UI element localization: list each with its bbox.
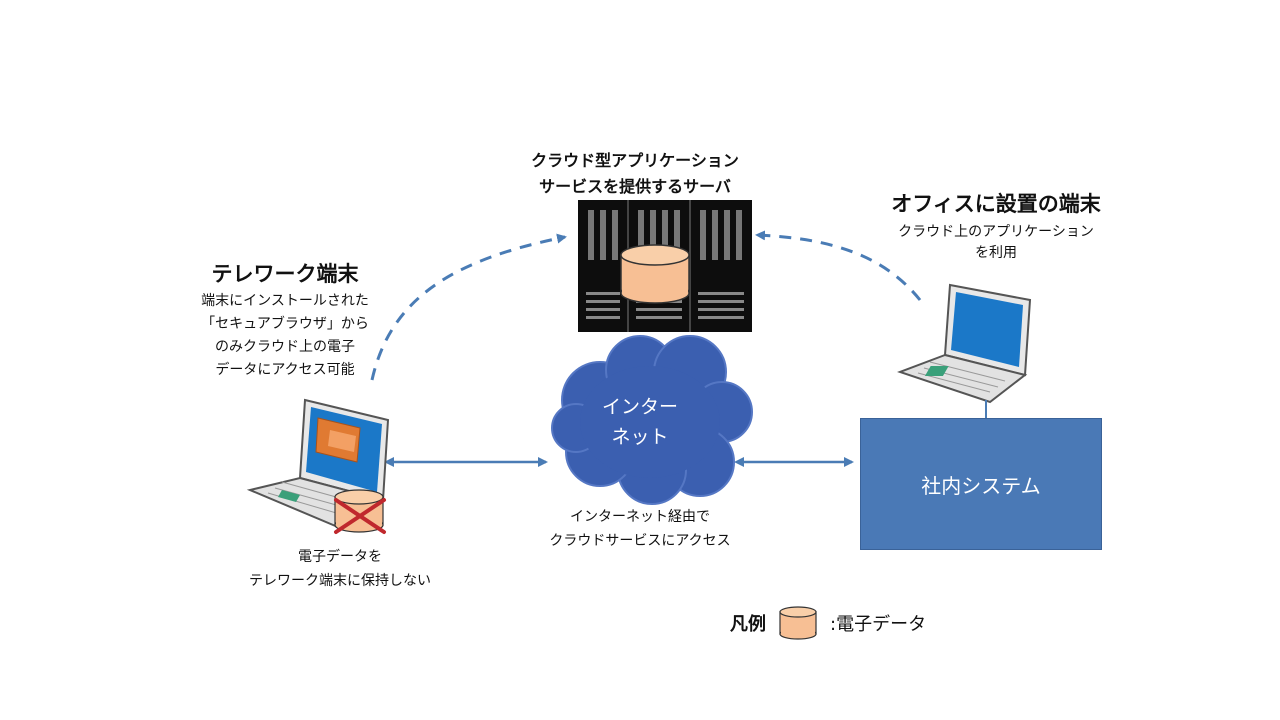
telework-database-icon xyxy=(334,489,384,533)
server-title-line2: サービスを提供するサーバ xyxy=(539,177,731,196)
internet-note: インターネット経由で クラウドサービスにアクセス xyxy=(490,505,790,553)
internal-system-box: 社内システム xyxy=(860,418,1102,550)
office-desc-line2: を利用 xyxy=(975,245,1017,261)
telework-desc-line4: データにアクセス可能 xyxy=(215,362,355,378)
internet-note-line2: クラウドサービスにアクセス xyxy=(549,533,731,549)
legend-title: 凡例 xyxy=(730,614,766,635)
server-title: クラウド型アプリケーション サービスを提供するサーバ xyxy=(470,148,800,200)
cloud-label-line2: ネット xyxy=(611,426,669,448)
server-database-icon xyxy=(620,244,690,304)
server-title-line1: クラウド型アプリケーション xyxy=(531,151,739,170)
telework-to-server-arrow xyxy=(370,233,567,381)
office-desc-line1: クラウド上のアプリケーション xyxy=(898,224,1094,240)
cloud-label-line1: インター xyxy=(601,396,678,418)
telework-desc-line1: 端末にインストールされた xyxy=(201,293,369,309)
office-to-server-arrow xyxy=(755,230,922,301)
cloud-label: インター ネット xyxy=(565,392,715,452)
internal-system-label: 社内システム xyxy=(921,473,1041,498)
cloud-icon xyxy=(551,335,753,505)
no-data-note-line2: テレワーク端末に保持しない xyxy=(249,573,431,589)
internet-note-line1: インターネット経由で xyxy=(570,509,710,525)
legend: 凡例 :電子データ xyxy=(730,605,926,641)
cross-icon xyxy=(334,498,386,534)
legend-database-icon xyxy=(779,606,817,640)
no-data-note-line1: 電子データを xyxy=(298,549,382,565)
office-laptop-icon xyxy=(897,283,1032,404)
office-description: クラウド上のアプリケーション を利用 xyxy=(846,222,1146,264)
legend-item-label: :電子データ xyxy=(830,614,927,635)
telework-description: 端末にインストールされた 「セキュアブラウザ」から のみクラウド上の電子 データ… xyxy=(140,290,430,382)
telework-desc-line3: のみクラウド上の電子 xyxy=(215,339,355,355)
telework-desc-line2: 「セキュアブラウザ」から xyxy=(201,316,369,332)
office-title: オフィスに設置の端末 xyxy=(891,192,1101,216)
no-data-note: 電子データを テレワーク端末に保持しない xyxy=(190,545,490,593)
telework-title: テレワーク端末 xyxy=(211,262,359,286)
